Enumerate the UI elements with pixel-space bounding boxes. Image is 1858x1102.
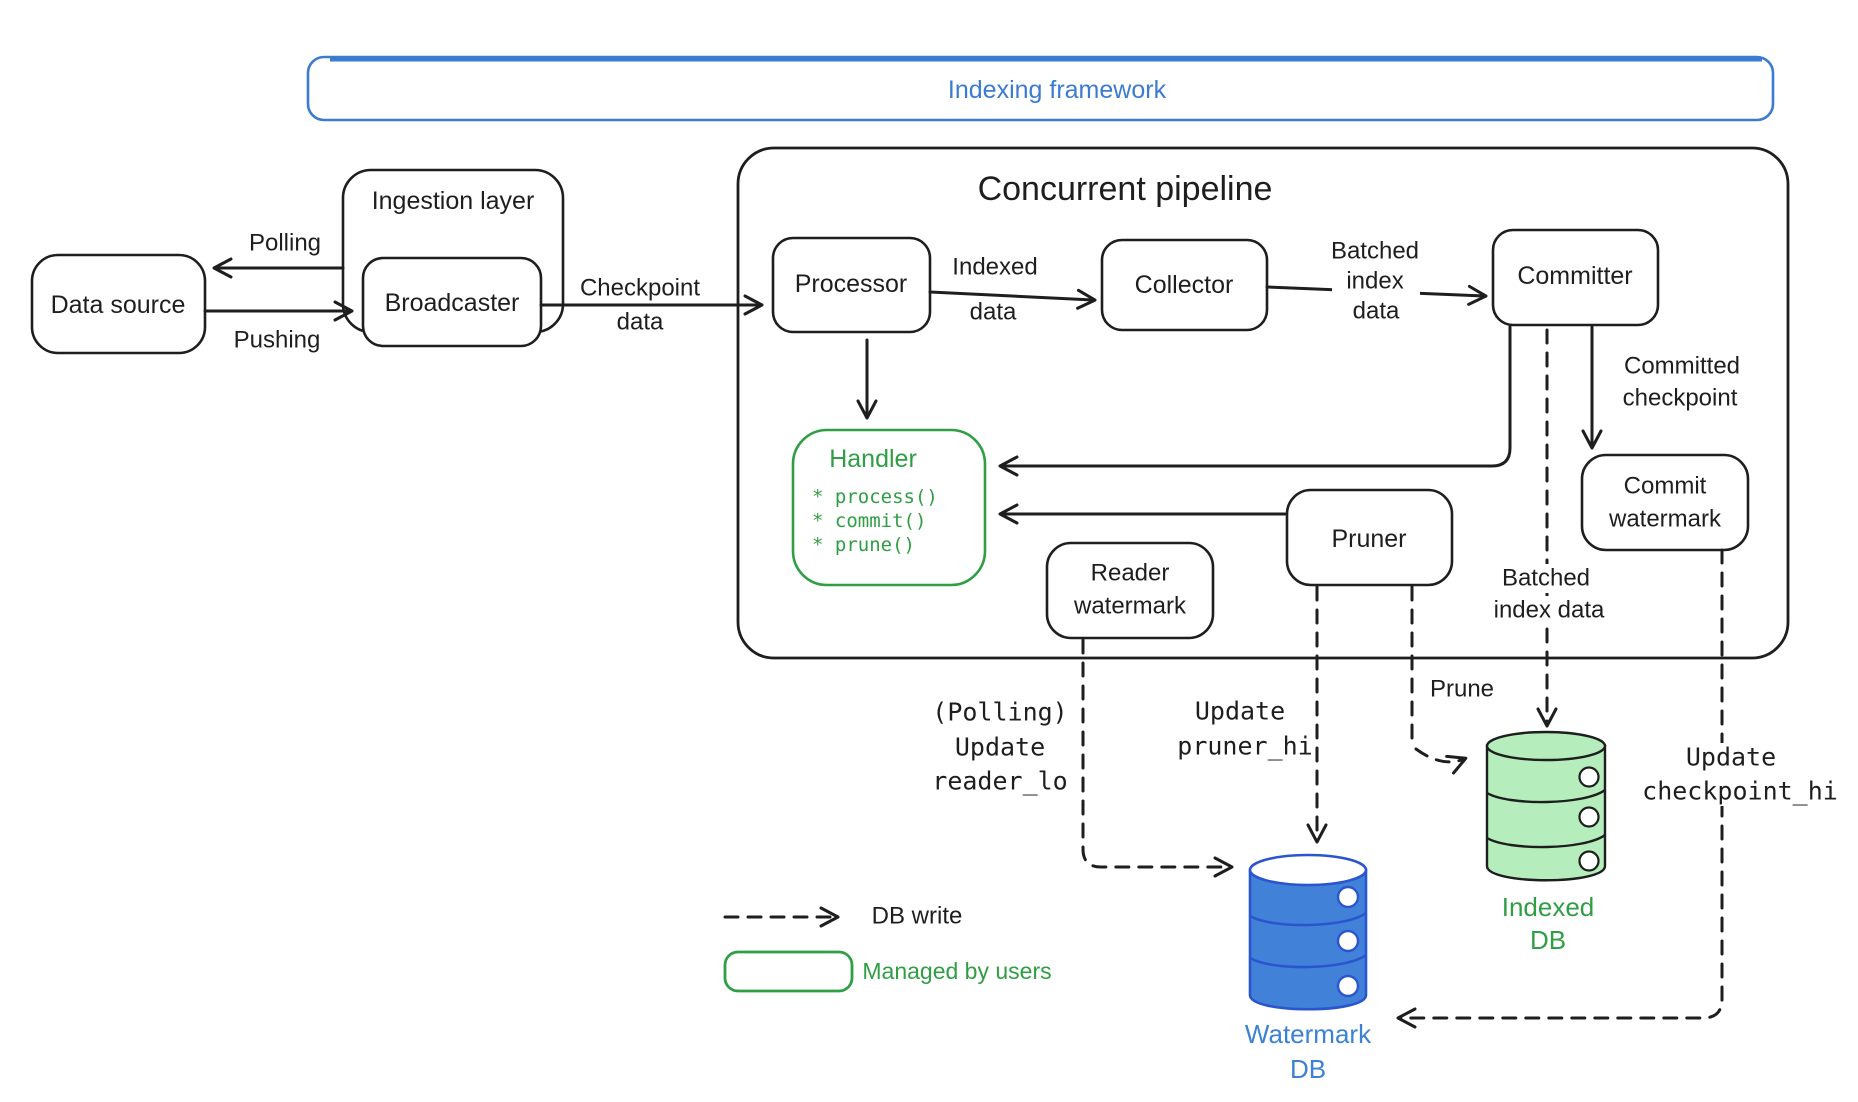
dashed-arrow-prune <box>1414 747 1468 775</box>
update-checkpoint-hi-label-2: checkpoint_hi <box>1642 777 1838 806</box>
watermark-db-port-2 <box>1336 929 1360 953</box>
collector-border <box>1100 238 1269 332</box>
processor-border <box>771 236 932 334</box>
legend-db-write-label: DB write <box>872 903 963 930</box>
indexed-db-band-2 <box>1486 834 1606 849</box>
arrow-batched-index-label-2: index <box>1346 268 1403 295</box>
checkpoint-hi-label-bg-1 <box>1682 743 1782 772</box>
frame-indexing-framework: Indexing framework <box>306 55 1775 122</box>
arrow-committed-checkpoint-label-1: Committed <box>1624 353 1740 380</box>
watermark-db-port-1 <box>1336 885 1360 909</box>
committer-label: Committer <box>1517 262 1632 290</box>
legend: DB write Managed by users <box>723 903 1052 993</box>
collector-label: Collector <box>1135 271 1234 299</box>
indexed-db-port-2 <box>1578 806 1600 828</box>
indexed-db-label-1: Indexed <box>1502 892 1595 922</box>
indexed-db-port-1 <box>1578 766 1600 788</box>
update-pruner-hi-label-2: pruner_hi <box>1177 732 1312 761</box>
arrow-batched-index-label-3: data <box>1353 298 1400 325</box>
checkpoint-hi-label-bg-2 <box>1637 777 1845 806</box>
data-source-border <box>30 253 207 355</box>
handler-method-process: * process() <box>812 486 938 508</box>
legend-green-box-icon <box>723 950 854 993</box>
processor-label: Processor <box>795 270 908 298</box>
commit-watermark-border <box>1580 453 1750 552</box>
broadcaster-label: Broadcaster <box>385 289 520 317</box>
batched-index-data-2-label-2: index data <box>1494 597 1605 624</box>
watermark-db-label-1: Watermark <box>1245 1019 1372 1049</box>
arrow-checkpoint-data-label-1: Checkpoint <box>580 275 700 302</box>
watermark-db-cylinder: Watermark DB <box>1245 853 1372 1084</box>
watermark-db-body <box>1248 868 1368 1011</box>
handler-method-prune: * prune() <box>812 534 915 556</box>
ingestion-layer-label: Ingestion layer <box>372 187 535 215</box>
arrow-pushing-label: Pushing <box>234 327 321 354</box>
node-processor: Processor <box>771 236 932 334</box>
pruner-border <box>1285 488 1454 587</box>
handler-method-commit: * commit() <box>812 510 926 532</box>
arrow-batched-index-label-1: Batched <box>1331 238 1419 265</box>
arrow-polling-label: Polling <box>249 230 321 257</box>
watermark-db-port-3 <box>1336 974 1360 998</box>
update-pruner-hi-label-1: Update <box>1195 697 1285 726</box>
commit-watermark-label-2: watermark <box>1608 506 1722 533</box>
node-committer: Committer <box>1491 228 1660 327</box>
update-reader-lo-label-3: reader_lo <box>932 767 1067 796</box>
node-commit-watermark: Commit watermark <box>1580 453 1750 552</box>
batched2-label-bg-1 <box>1496 564 1598 593</box>
indexed-db-band-1 <box>1486 789 1606 804</box>
node-data-source: Data source <box>30 253 207 355</box>
update-checkpoint-hi-label-1: Update <box>1686 743 1776 772</box>
batched-index-label-bg <box>1332 267 1420 295</box>
watermark-db-top <box>1248 853 1368 887</box>
pruner-label: Pruner <box>1331 525 1406 553</box>
node-collector: Collector <box>1100 238 1269 332</box>
node-broadcaster: Broadcaster <box>361 256 543 348</box>
handler-title: Handler <box>829 445 917 473</box>
arrow-committed-checkpoint-label-2: checkpoint <box>1623 385 1738 412</box>
arrow-checkpoint-data-label-2: data <box>617 309 664 336</box>
node-handler: Handler * process() * commit() * prune() <box>791 428 987 587</box>
pipeline-border <box>736 146 1790 660</box>
watermark-db-band-2 <box>1249 953 1367 969</box>
pipeline-title: Concurrent pipeline <box>978 170 1273 208</box>
arrow-indexed-data-label-1: Indexed <box>952 254 1037 281</box>
dashed-arrow-update-reader-lo <box>1081 638 1234 878</box>
indexed-db-port-3 <box>1578 850 1600 872</box>
indexed-db-label-2: DB <box>1530 925 1566 955</box>
reader-watermark-label-1: Reader <box>1091 560 1170 587</box>
arrow-indexed-data <box>928 288 1097 310</box>
handler-border <box>791 428 987 587</box>
batched-index-data-2-label-1: Batched <box>1502 565 1590 592</box>
dashed-arrow-update-checkpoint-hi <box>1396 548 1724 1029</box>
prune-label: Prune <box>1430 676 1494 703</box>
arrow-committer-to-handler <box>998 325 1512 477</box>
pipeline-container: Concurrent pipeline <box>736 146 1790 660</box>
commit-watermark-label-1: Commit <box>1624 473 1707 500</box>
update-reader-lo-label-2: Update <box>955 733 1045 762</box>
reader-watermark-label-2: watermark <box>1073 593 1187 620</box>
node-pruner: Pruner <box>1285 488 1454 587</box>
indexed-db-cylinder: Indexed DB <box>1485 730 1607 955</box>
node-reader-watermark: Reader watermark <box>1045 541 1215 640</box>
watermark-db-band-1 <box>1249 911 1367 927</box>
update-reader-lo-label-1: (Polling) <box>932 698 1067 727</box>
arrow-indexed-data-label-2: data <box>970 299 1017 326</box>
frame-title: Indexing framework <box>948 76 1167 104</box>
data-source-label: Data source <box>51 291 186 319</box>
indexed-db-top <box>1485 730 1607 762</box>
reader-watermark-border <box>1045 541 1215 640</box>
broadcaster-border <box>361 256 543 348</box>
committer-border <box>1491 228 1660 327</box>
legend-managed-by-users-label: Managed by users <box>862 958 1051 984</box>
watermark-db-label-2: DB <box>1290 1054 1326 1084</box>
batched2-label-bg-2 <box>1483 596 1617 624</box>
